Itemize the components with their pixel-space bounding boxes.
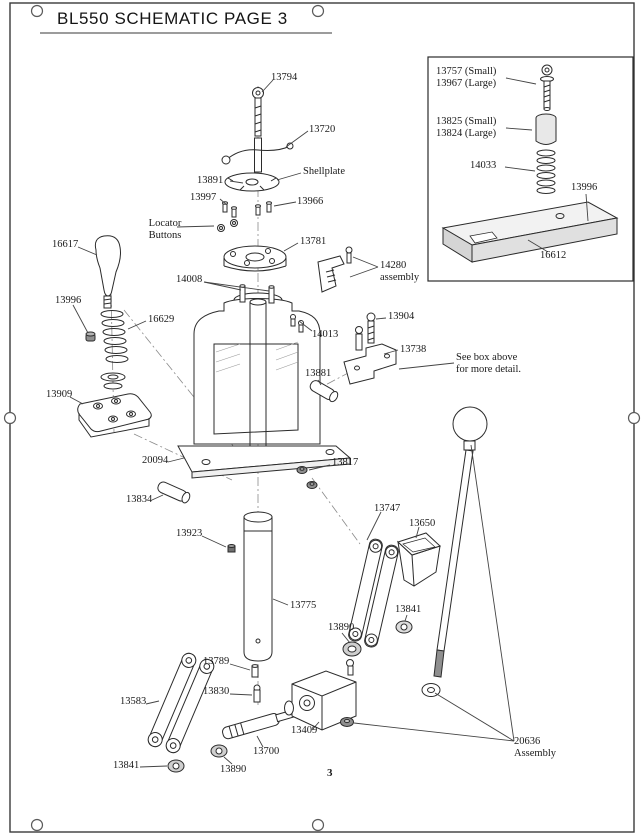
part-links-13583 — [147, 652, 215, 754]
callout-16629: 16629 — [148, 314, 175, 325]
part-bolt-13794 — [252, 87, 264, 137]
part-toolhead-stand — [343, 312, 397, 385]
part-bracket-14280 — [317, 246, 353, 293]
callout-13747: 13747 — [374, 503, 401, 514]
callout-16617: 16617 — [52, 239, 79, 250]
callout-locator-buttons: Locator Buttons — [148, 218, 182, 241]
callout-13700: 13700 — [253, 746, 280, 757]
part-block-13409 — [284, 659, 357, 731]
inset-label-16612: 16612 — [540, 250, 567, 261]
inset-label-13996: 13996 — [571, 182, 598, 193]
part-pin-13834 — [157, 481, 191, 504]
part-rings-right — [342, 620, 413, 657]
callout-14008: 14008 — [176, 274, 203, 285]
callout-see-box: See box above for more detail. — [456, 352, 522, 375]
callout-13997: 13997 — [190, 192, 217, 203]
callout-13775: 13775 — [290, 600, 317, 611]
callout-13409: 13409 — [291, 725, 318, 736]
part-nuts-13817 — [296, 466, 318, 489]
page-title: BL550 SCHEMATIC PAGE 3 — [57, 9, 288, 28]
part-frame-20094 — [177, 292, 352, 479]
callout-13966: 13966 — [297, 196, 324, 207]
callout-13583: 13583 — [120, 696, 147, 707]
part-setscrew-13923 — [227, 544, 236, 553]
callout-13904: 13904 — [388, 311, 415, 322]
callout-13841-right: 13841 — [395, 604, 422, 615]
part-pins-13789-13830 — [251, 664, 261, 703]
page-number: 3 — [327, 767, 333, 779]
part-pins-14008 — [239, 284, 275, 304]
part-pin-13881 — [309, 380, 339, 403]
part-cup-13650 — [397, 532, 441, 587]
page-border — [3, 2, 641, 833]
callout-13650: 13650 — [409, 518, 436, 529]
callout-20636: 20636 Assembly — [514, 736, 556, 759]
callout-13789: 13789 — [203, 656, 230, 667]
callout-14013: 14013 — [312, 329, 339, 340]
callout-13909: 13909 — [46, 389, 73, 400]
callout-13738: 13738 — [400, 344, 427, 355]
inset-detail-box — [427, 56, 634, 282]
inset-label-13757-13967: 13757 (Small) 13967 (Large) — [436, 66, 497, 89]
callout-13781: 13781 — [300, 236, 327, 247]
callout-13841-bottom: 13841 — [113, 760, 140, 771]
inset-label-14033: 14033 — [470, 160, 497, 171]
callout-13881: 13881 — [305, 368, 332, 379]
callout-13720: 13720 — [309, 124, 336, 135]
inset-label-13825-13824: 13825 (Small) 13824 (Large) — [436, 116, 497, 139]
callout-13834: 13834 — [126, 494, 153, 505]
callout-13890-right: 13890 — [328, 622, 355, 633]
part-ram-13775 — [243, 511, 273, 662]
part-handle-assembly — [77, 235, 152, 438]
part-platform-13781 — [223, 245, 287, 272]
callout-13794: 13794 — [271, 72, 298, 83]
part-shellplate-13891 — [224, 172, 280, 192]
callout-13923: 13923 — [176, 528, 203, 539]
callout-shellplate: Shellplate — [303, 166, 345, 177]
leader-lines — [69, 77, 589, 768]
callout-20094: 20094 — [142, 455, 169, 466]
part-shaft-arm-13720 — [221, 137, 294, 173]
part-rings-bottom — [167, 744, 228, 773]
callout-13830: 13830 — [203, 686, 230, 697]
callout-13817: 13817 — [332, 457, 359, 468]
callout-13891: 13891 — [197, 175, 224, 186]
callout-13890-bottom: 13890 — [220, 764, 247, 775]
part-small-bolts — [217, 201, 272, 232]
callout-13996-left: 13996 — [55, 295, 82, 306]
part-links-13747 — [348, 538, 399, 648]
callout-14280: 14280 assembly — [380, 260, 420, 283]
part-crank-20636 — [421, 406, 488, 697]
